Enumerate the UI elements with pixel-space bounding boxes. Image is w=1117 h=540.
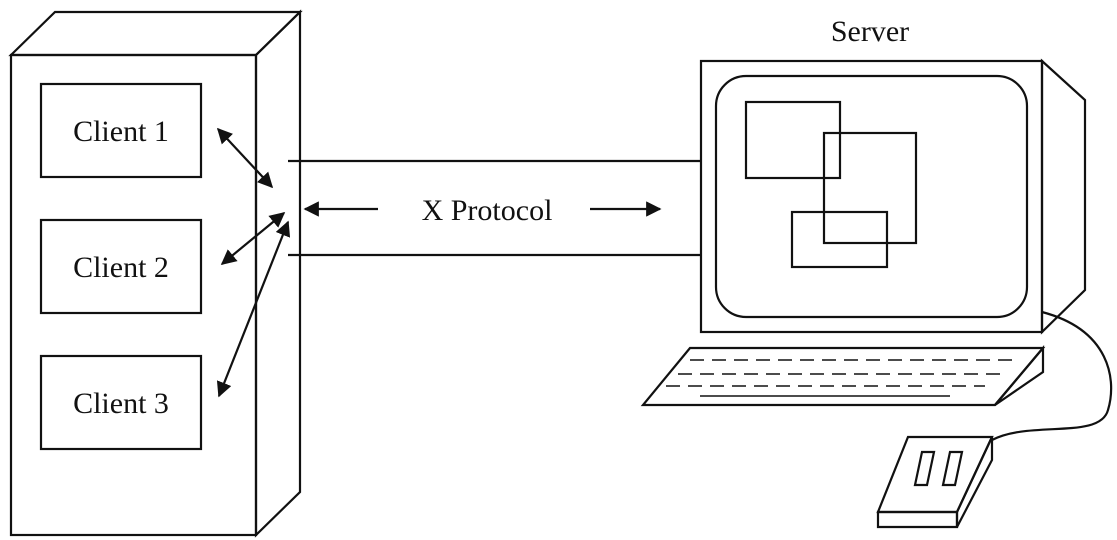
- mouse-cable: [991, 310, 1113, 441]
- server-label: Server: [831, 15, 909, 48]
- window-striped-icon: [790, 210, 889, 269]
- client-1-arrow: [216, 127, 274, 189]
- mouse-button-right-icon: [941, 450, 964, 487]
- window-hatched-icon: [744, 100, 842, 180]
- mouse-button-left-icon: [913, 450, 936, 487]
- protocol-channel: [288, 159, 701, 257]
- protocol-label: X Protocol: [422, 194, 553, 227]
- server-monitor: [699, 58, 1087, 335]
- window-black-icon: [822, 131, 918, 245]
- client-3-box: Client 3: [39, 354, 203, 451]
- client-2-label: Client 2: [73, 251, 169, 284]
- server-keyboard: [640, 344, 1046, 407]
- client-3-arrow: [216, 220, 291, 398]
- monitor-screen: [714, 74, 1029, 319]
- client-1-box: Client 1: [39, 82, 203, 179]
- client-2-box: Client 2: [39, 218, 203, 315]
- server-mouse: [876, 435, 994, 529]
- client-3-label: Client 3: [73, 387, 169, 420]
- client-1-label: Client 1: [73, 115, 169, 148]
